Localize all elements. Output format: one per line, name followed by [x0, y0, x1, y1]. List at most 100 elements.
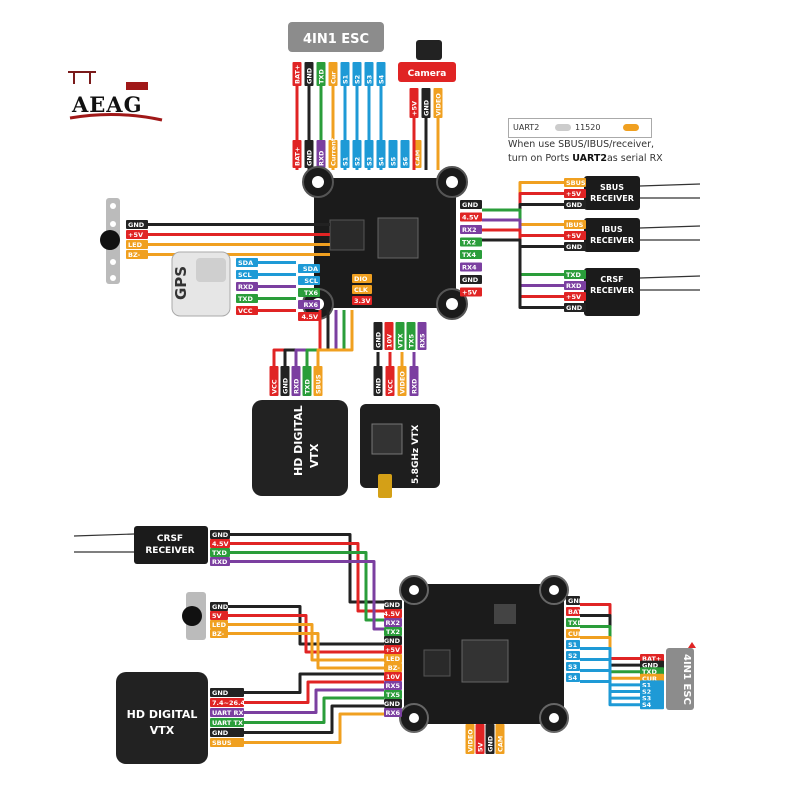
sbus-wire [482, 192, 564, 222]
pin-tag [433, 88, 443, 118]
fc-right-pin: 4.5V [460, 212, 482, 222]
fc-bottom-bottom-pin: CAM [495, 724, 505, 754]
fc-bottom-bottom-pin: 5V [475, 724, 485, 754]
analog-vtx-title: 5.8GHz VTX [411, 425, 421, 484]
pin-label: GND [384, 700, 401, 708]
pin-label: S1 [342, 74, 350, 84]
pin-label: TXD [304, 379, 312, 394]
pin-tag [566, 651, 580, 660]
uart-switch-box: UART2 11520 [508, 118, 652, 138]
gps-pin: VCC [236, 306, 258, 315]
fc-left-pin: 4.5V [298, 312, 320, 321]
buzzer-bottom-pin: GND [210, 602, 229, 611]
pin-label: S1 [568, 641, 578, 649]
mcu-chip-icon [377, 217, 419, 259]
fc-bottom-left-pin: TX5 [384, 690, 402, 699]
pin-tag [340, 140, 350, 168]
mount-hole-icon [409, 585, 419, 595]
pin-label: RXD [238, 283, 254, 291]
pin-label: GND [375, 331, 383, 348]
pin-label: 4.5V [462, 214, 479, 222]
pin-tag [210, 557, 230, 566]
pin-label: S2 [354, 157, 362, 166]
pin-label: +5V [566, 293, 581, 301]
ibus-pin: IBUS [564, 220, 586, 229]
buzzer-top-pin: +5V [126, 230, 148, 239]
pin-tag [384, 654, 402, 663]
uart-switch-value: 11520 [575, 123, 601, 132]
pin-tag [126, 250, 148, 259]
fc-left-pin: RX6 [298, 300, 320, 309]
pin-label: +5V [411, 101, 419, 116]
pin-label: 5V [477, 742, 485, 752]
fc-bottom-right-pin: S3 [566, 662, 580, 671]
esc-top-pin: S3 [364, 62, 374, 86]
pin-label: VIDEO [435, 93, 443, 116]
pin-label: GND [423, 99, 431, 116]
pin-label: VCC [238, 307, 253, 315]
camera-pin: +5V [409, 88, 419, 118]
pin-tag [210, 688, 244, 697]
esc-mark-icon [688, 642, 696, 648]
pin-tag [564, 231, 586, 240]
crsf-bottom-pin: TXD [210, 548, 230, 557]
fc-bottom-left-pin: RX2 [384, 618, 402, 627]
crsf-bottom-pin: RXD [210, 557, 230, 566]
pin-label: S6 [402, 156, 410, 166]
osd-chip-icon [423, 649, 451, 677]
pin-tag [236, 294, 258, 303]
pin-label: Current [330, 138, 338, 166]
crsf-bottom-wire [230, 542, 384, 613]
pin-tag [460, 250, 482, 259]
pin-label: TXD [212, 549, 227, 557]
pin-tag [566, 662, 580, 671]
pin-tag [376, 140, 386, 168]
ibus-receiver-subtitle: RECEIVER [590, 236, 634, 245]
pin-label: S3 [366, 157, 374, 166]
buzzer-top-pin: GND [126, 220, 148, 229]
fc-top-pin: Current [328, 138, 338, 168]
buzzer-hole-icon [110, 203, 116, 209]
pin-label: 4.5V [383, 610, 400, 618]
hd-vtx-top-title: HD DIGITAL [292, 405, 305, 476]
pin-label: SCL [304, 277, 318, 285]
analog-vtx-pin: GND [373, 366, 383, 396]
esc-bottom-title: 4IN1 ESC [681, 654, 692, 705]
pin-tag [384, 609, 402, 618]
buzzer-top-pin: BZ- [126, 250, 148, 259]
pin-tag [236, 270, 258, 279]
pin-tag [640, 700, 664, 710]
pin-label: +5V [462, 289, 477, 297]
pin-tag [236, 282, 258, 291]
fc-top-pin: GND [304, 140, 314, 168]
crsf-receiver-subtitle: RECEIVER [590, 286, 634, 295]
pin-tag [384, 600, 402, 609]
hd-vtx-bottom-wire [244, 704, 384, 734]
fc-bottom-right-pin: S4 [566, 673, 580, 682]
pin-label: GND [306, 67, 314, 84]
hd-vtx-bottom-wire [244, 680, 384, 704]
crsf-bottom-wire [230, 560, 384, 631]
pin-label: UART RX [212, 709, 244, 717]
fc-bottom-bottom-pin: VIDEO [465, 724, 475, 754]
fc-top-pin: S3 [364, 140, 374, 168]
pin-label: VCC [387, 379, 395, 394]
pin-label: +5V [566, 190, 581, 198]
hd-vtx-bottom-subtitle: VTX [150, 724, 175, 737]
fc-bottom-left-pin: GND [384, 636, 402, 645]
esc-top-pin: Cur [328, 62, 338, 86]
pin-label: 5V [212, 612, 222, 620]
pin-label: VIDEO [399, 371, 407, 394]
pin-label: TX6 [304, 289, 318, 297]
fc-bottom-bottom-pin: GND [485, 724, 495, 754]
pin-tag [210, 629, 228, 638]
fc-right-pin: GND [460, 200, 482, 209]
pin-tag [352, 140, 362, 168]
buzzer-bottom-wire [228, 623, 384, 662]
brand-logo-text: AEAG [72, 92, 143, 117]
pin-tag [364, 62, 374, 86]
pin-label: GND [128, 221, 145, 229]
pin-tag [340, 62, 350, 86]
buzzer-bottom-pin: 5V [210, 611, 228, 620]
pin-label: RX2 [462, 226, 477, 234]
